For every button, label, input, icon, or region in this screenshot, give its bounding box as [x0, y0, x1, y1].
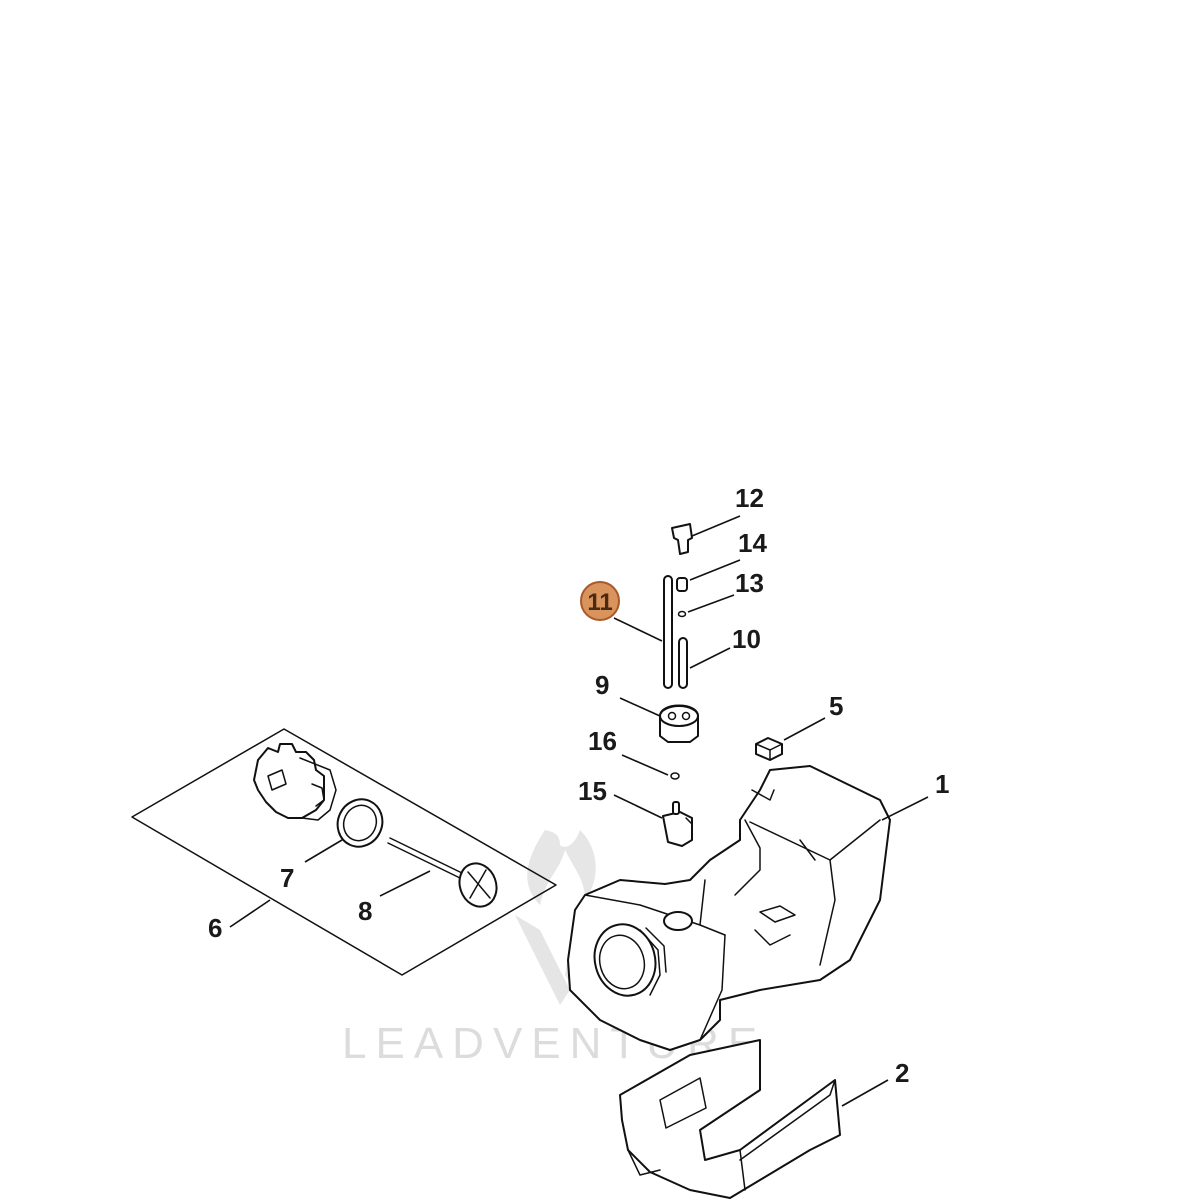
tank-base-bracket[interactable]	[619, 1039, 841, 1199]
callout-14[interactable]: 14	[738, 528, 767, 558]
callout-1[interactable]: 1	[935, 769, 949, 799]
fitting-icon[interactable]	[676, 577, 688, 592]
gasket-ring-icon	[336, 798, 384, 848]
o-ring-icon[interactable]	[677, 610, 687, 618]
callout-13[interactable]: 13	[735, 568, 764, 598]
callout-15[interactable]: 15	[578, 776, 607, 806]
fuel-filter-icon[interactable]	[671, 523, 693, 555]
callout-labels: 12 14 13 10 9 5 16 15 1 2 6 7 8	[208, 483, 949, 1088]
rubber-pad-icon[interactable]	[755, 737, 783, 761]
callout-2[interactable]: 2	[895, 1058, 909, 1088]
callout-6[interactable]: 6	[208, 913, 222, 943]
callout-7[interactable]: 7	[280, 863, 294, 893]
callout-12[interactable]: 12	[735, 483, 764, 513]
callout-5[interactable]: 5	[829, 691, 843, 721]
filler-neck-icon	[593, 923, 667, 997]
small-o-ring-icon[interactable]	[670, 772, 680, 780]
leader-lines	[229, 515, 929, 1107]
callout-11-highlight[interactable]: 11	[580, 581, 620, 621]
callout-8[interactable]: 8	[358, 896, 372, 926]
valve-icon[interactable]	[662, 801, 693, 847]
callout-10[interactable]: 10	[732, 624, 761, 654]
short-fuel-line-icon[interactable]	[678, 637, 688, 689]
fuel-tank[interactable]	[567, 765, 891, 1051]
long-fuel-line-icon[interactable]	[663, 575, 673, 689]
highlight-circle	[580, 581, 620, 621]
callout-11[interactable]: 11	[587, 589, 612, 616]
pickup-tool-icon	[387, 837, 498, 908]
cap-kit-panel[interactable]	[131, 728, 557, 976]
vent-hole-icon	[663, 911, 693, 931]
fuel-cap-icon	[253, 743, 337, 821]
callout-16[interactable]: 16	[588, 726, 617, 756]
grommet-icon[interactable]	[659, 704, 699, 743]
callout-9[interactable]: 9	[595, 670, 609, 700]
